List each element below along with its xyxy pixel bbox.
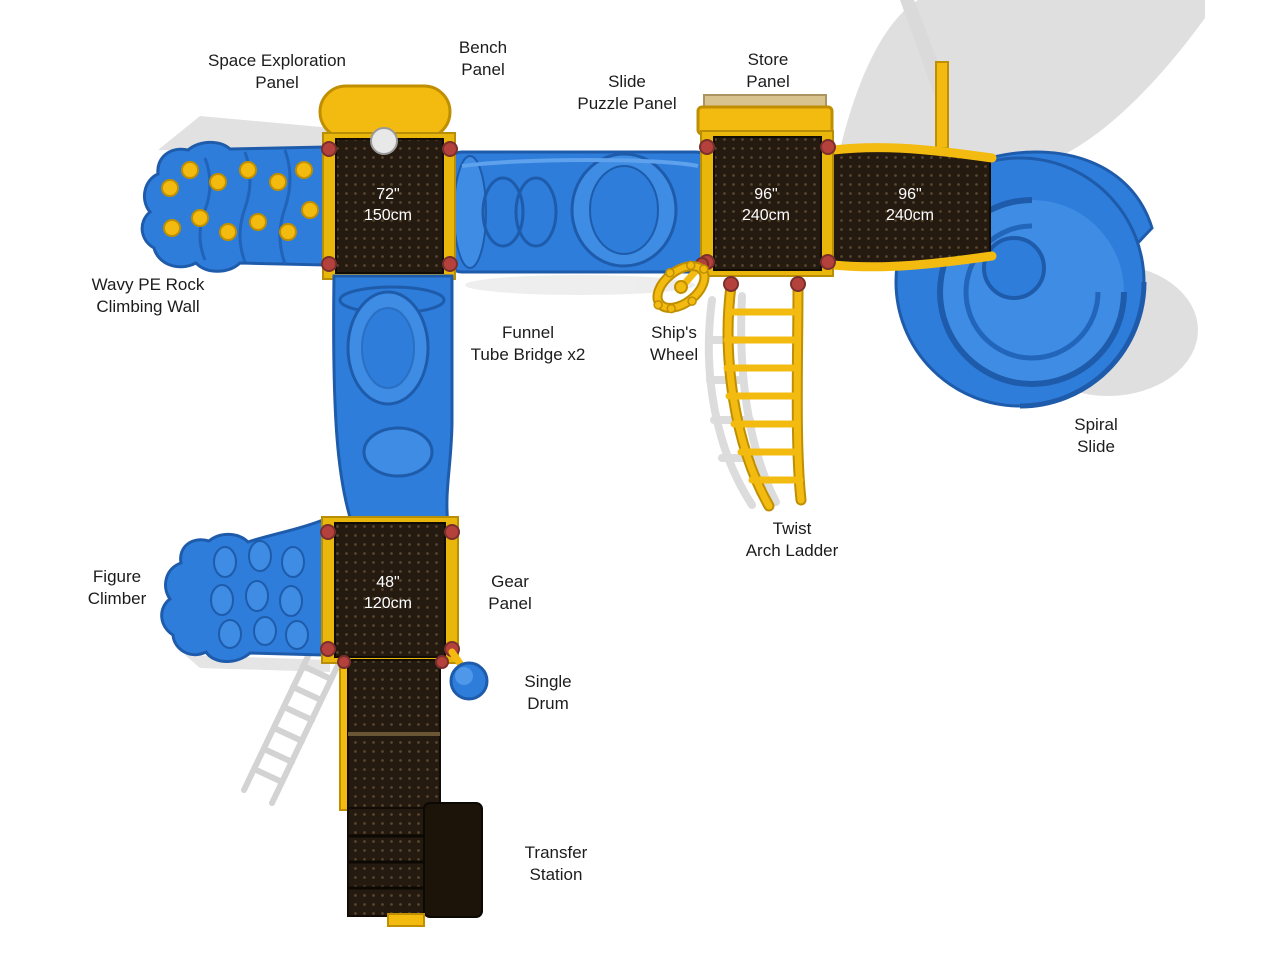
deck-96-graphic xyxy=(696,94,836,277)
climber-bumps xyxy=(210,540,309,650)
deck-48-graphic xyxy=(320,516,460,664)
label-deck-size-96-b: 96" 240cm xyxy=(885,186,935,225)
single-drum-graphic xyxy=(448,648,489,701)
label-store-panel: Store Panel xyxy=(746,50,790,92)
label-space-exploration-panel: Space Exploration Panel xyxy=(208,51,346,93)
rock-holds xyxy=(161,161,319,241)
rock-climbing-wall-graphic xyxy=(140,140,327,273)
funnel-tube-vertical-graphic xyxy=(332,274,454,526)
label-funnel-tube-bridge: Funnel Tube Bridge x2 xyxy=(470,323,586,365)
ships-wheel-graphic xyxy=(652,257,710,314)
label-gear-panel: Gear Panel xyxy=(488,572,532,614)
label-figure-climber: Figure Climber xyxy=(87,567,147,609)
slide-ramp-graphic xyxy=(828,143,997,272)
label-slide-puzzle-panel: Slide Puzzle Panel xyxy=(577,72,677,114)
label-deck-size-72: 72" 150cm xyxy=(363,186,413,225)
support-post xyxy=(935,61,949,149)
twist-arch-ladder-graphic xyxy=(722,276,807,512)
label-deck-size-96-a: 96" 240cm xyxy=(741,186,791,225)
label-bench-panel: Bench Panel xyxy=(458,38,508,80)
funnel-tube-bridge-graphic xyxy=(446,150,712,274)
label-spiral-slide: Spiral Slide xyxy=(1074,415,1118,457)
label-single-drum: Single Drum xyxy=(524,672,572,714)
transfer-station-graphic xyxy=(337,655,483,927)
deck-72-graphic xyxy=(318,84,458,280)
label-ships-wheel: Ship's Wheel xyxy=(649,323,699,365)
label-deck-size-48: 48" 120cm xyxy=(363,574,413,613)
store-panel-graphic xyxy=(696,105,834,136)
label-wavy-rock-climbing-wall: Wavy PE Rock Climbing Wall xyxy=(91,275,205,317)
figure-climber-graphic xyxy=(160,517,325,663)
label-transfer-station: Transfer Station xyxy=(524,843,588,885)
label-twist-arch-ladder: Twist Arch Ladder xyxy=(745,519,839,561)
